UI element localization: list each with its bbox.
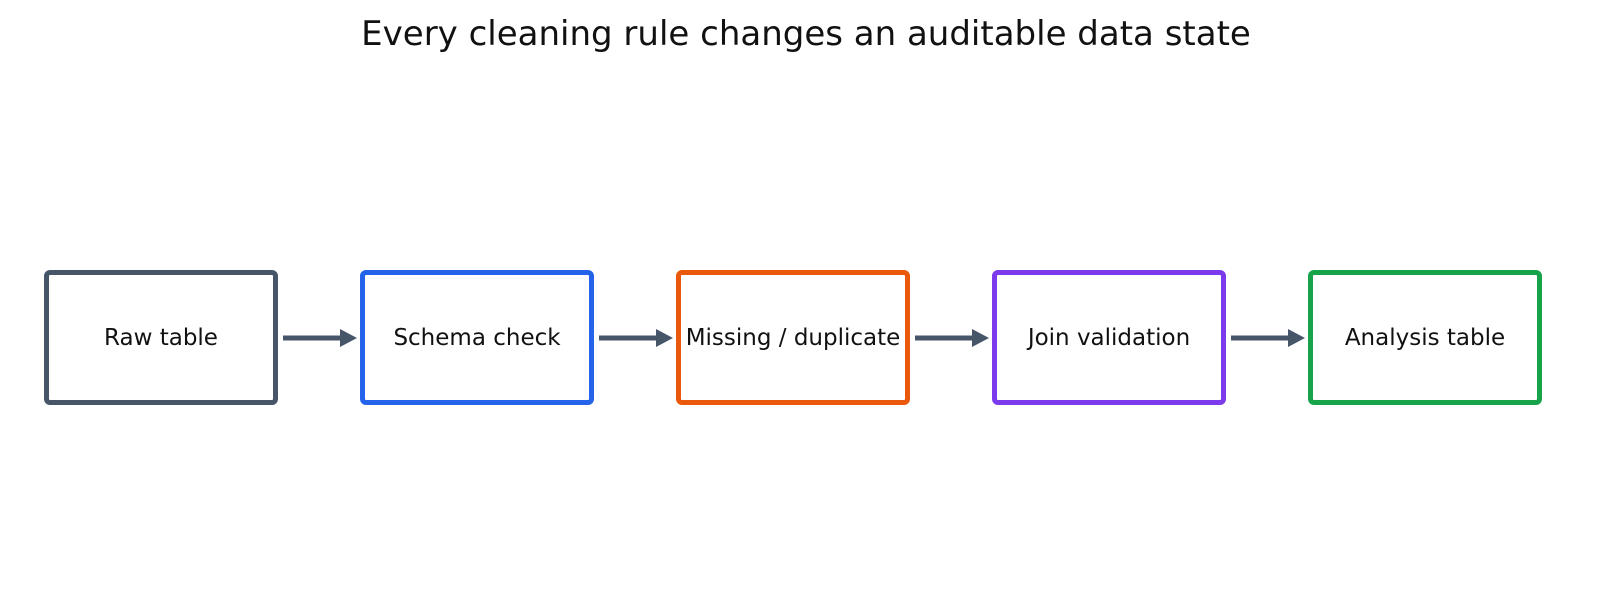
arrow-raw-to-schema — [283, 329, 357, 347]
node-label: Missing / duplicate — [685, 324, 901, 351]
arrow-missing-to-join — [915, 329, 989, 347]
node-schema-check: Schema check — [360, 270, 594, 405]
node-label: Join validation — [1027, 324, 1191, 351]
node-analysis-table: Analysis table — [1308, 270, 1542, 405]
arrow-join-to-analysis — [1231, 329, 1305, 347]
node-label: Analysis table — [1344, 324, 1506, 351]
node-missing-duplicate: Missing / duplicate — [676, 270, 910, 405]
arrow-schema-to-missing — [599, 329, 673, 347]
diagram-title: Every cleaning rule changes an auditable… — [361, 14, 1251, 54]
node-label: Schema check — [393, 324, 561, 351]
node-raw-table: Raw table — [44, 270, 278, 405]
node-label: Raw table — [104, 324, 218, 351]
node-join-validation: Join validation — [992, 270, 1226, 405]
